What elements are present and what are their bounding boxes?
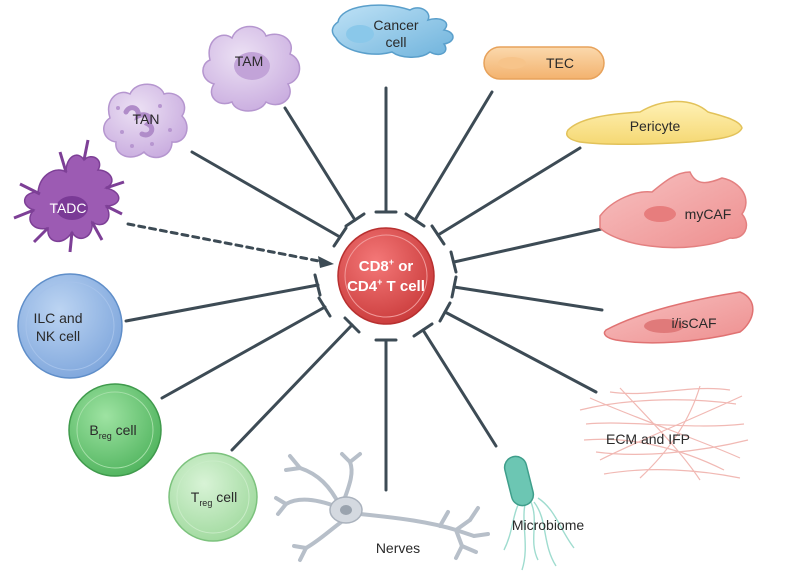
nerve-cell: Nerves — [274, 452, 490, 562]
inhibition-lines — [124, 86, 608, 492]
line-breg — [160, 296, 332, 400]
tec-cell: TEC — [483, 46, 605, 80]
line-ecm — [438, 301, 598, 394]
line-microbiome — [412, 322, 498, 448]
arrow-tadc — [126, 222, 334, 268]
iscaf-cell: i/isCAF — [603, 291, 754, 344]
microbiome: Microbiome — [503, 455, 585, 571]
tadc-cell: TADC — [13, 139, 125, 253]
mycaf-cell: myCAF — [599, 171, 748, 249]
nerves-label: Nerves — [376, 540, 420, 556]
tan-label: TAN — [133, 111, 160, 127]
pericyte-cell: Pericyte — [566, 100, 743, 146]
line-pericyte — [430, 146, 582, 246]
ilc-label-1: ILC and — [33, 310, 82, 326]
ecm-fibers: ECM and IFP — [579, 385, 749, 481]
cancer-cell: Cancer cell — [331, 4, 454, 58]
treg-cell: Treg cell — [168, 452, 258, 542]
line-treg — [230, 316, 361, 452]
breg-label: Breg cell — [89, 422, 136, 441]
center-t-cell: CD8+ or CD4+ T cell — [337, 227, 435, 325]
tec-label: TEC — [546, 55, 574, 71]
microbiome-label: Microbiome — [512, 517, 585, 533]
tadc-label: TADC — [49, 200, 86, 216]
cancer-label-1: Cancer — [373, 17, 418, 33]
tam-cell: TAM — [202, 25, 301, 112]
line-ilc — [124, 273, 322, 323]
breg-cell: Breg cell — [68, 383, 162, 477]
treg-label: Treg cell — [191, 489, 237, 508]
ilc-label-2: NK cell — [36, 328, 80, 344]
center-label-line1: CD8+ or — [359, 257, 414, 275]
ilc-nk-cell: ILC and NK cell — [17, 273, 123, 379]
line-tam — [283, 106, 366, 228]
line-mycaf — [449, 226, 608, 274]
line-iscaf — [450, 275, 604, 312]
line-tec — [404, 90, 494, 228]
mycaf-label: myCAF — [685, 206, 732, 222]
tan-cell: TAN — [103, 83, 188, 159]
center-label-line2: CD4+ T cell — [347, 277, 425, 295]
ecm-label: ECM and IFP — [606, 431, 690, 447]
line-cancer — [374, 86, 398, 214]
cancer-label-2: cell — [385, 34, 406, 50]
iscaf-label: i/isCAF — [671, 315, 716, 331]
line-tan — [190, 150, 348, 248]
tam-label: TAM — [235, 53, 264, 69]
line-nerves — [374, 338, 398, 492]
pericyte-label: Pericyte — [630, 118, 681, 134]
